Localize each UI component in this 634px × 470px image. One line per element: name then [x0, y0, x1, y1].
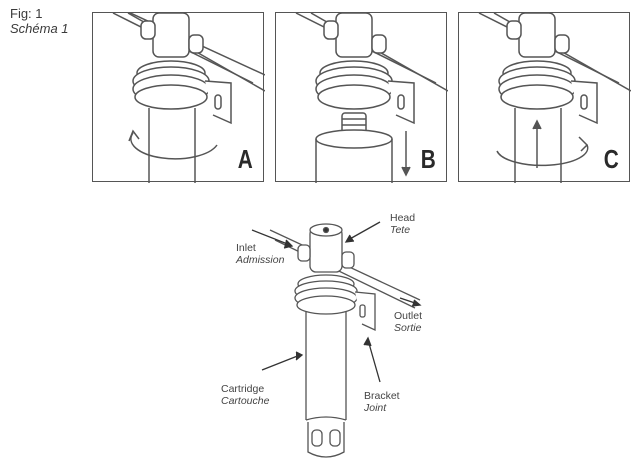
callout-head-en: Head	[390, 212, 416, 224]
figure-number-fr: Schéma 1	[10, 21, 69, 36]
callout-bracket-en: Bracket	[364, 390, 400, 402]
callout-cartridge-en: Cartridge	[221, 383, 265, 395]
panel-a: A	[92, 12, 265, 183]
callout-outlet-fr: Sortie	[394, 322, 422, 334]
filter-head-drawing	[112, 13, 265, 183]
callout-inlet-fr: Admission	[236, 254, 285, 266]
figure-number: Fig: 1	[10, 6, 43, 21]
filter-head-drawing	[478, 13, 631, 183]
panel-b: B	[275, 12, 448, 183]
callout-inlet: Inlet Admission	[236, 242, 284, 266]
filter-head-drawing	[295, 13, 448, 183]
callout-bracket-fr: Joint	[364, 402, 387, 414]
callout-bracket: Bracket Joint	[364, 390, 400, 414]
assembly-diagram: Head Tete Inlet Admission Outlet Sortie …	[200, 200, 460, 465]
callout-cartridge: Cartridge Cartouche	[221, 383, 269, 407]
callout-outlet: Outlet Sortie	[394, 310, 422, 334]
callout-inlet-en: Inlet	[236, 242, 256, 254]
panel-c: C	[458, 12, 631, 183]
panel-letter: C	[603, 144, 619, 174]
figure-label: Fig: 1 Schéma 1	[10, 6, 69, 36]
panel-letter: B	[420, 144, 436, 174]
callout-head-fr: Tete	[390, 224, 411, 236]
callout-outlet-en: Outlet	[394, 310, 423, 322]
panel-letter: A	[237, 144, 253, 174]
callout-head: Head Tete	[390, 212, 415, 236]
filter-assembly-drawing	[251, 221, 422, 458]
callout-cartridge-fr: Cartouche	[221, 395, 270, 407]
